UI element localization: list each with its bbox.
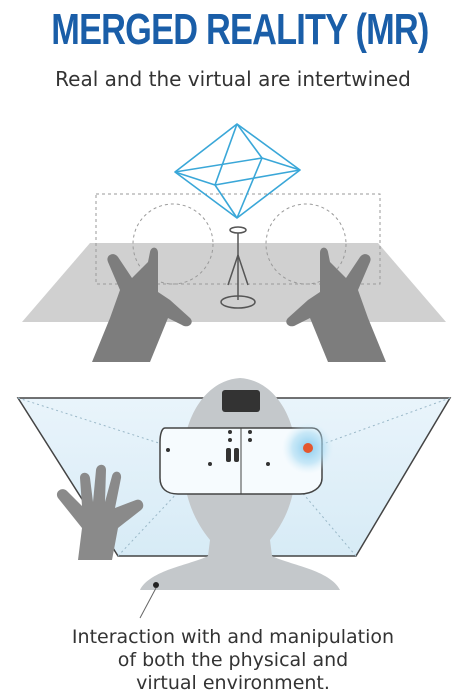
caption-line: Interaction with and manipulation (71, 626, 395, 648)
caption-line: virtual environment. (136, 672, 330, 694)
hand-icon (92, 247, 386, 362)
headset-icon (159, 390, 334, 495)
stand-icon (220, 226, 256, 309)
page-title: MERGED REALITY (MR) (51, 5, 429, 54)
caption-line: of both the physical and (117, 649, 349, 671)
octahedron-icon (174, 123, 301, 219)
pointer (139, 582, 159, 619)
hand-icon (56, 464, 144, 560)
page-subtitle: Real and the virtual are intertwined (55, 67, 411, 91)
caption: Interaction with and manipulation of bot… (0, 626, 466, 695)
table-plane (22, 243, 446, 322)
